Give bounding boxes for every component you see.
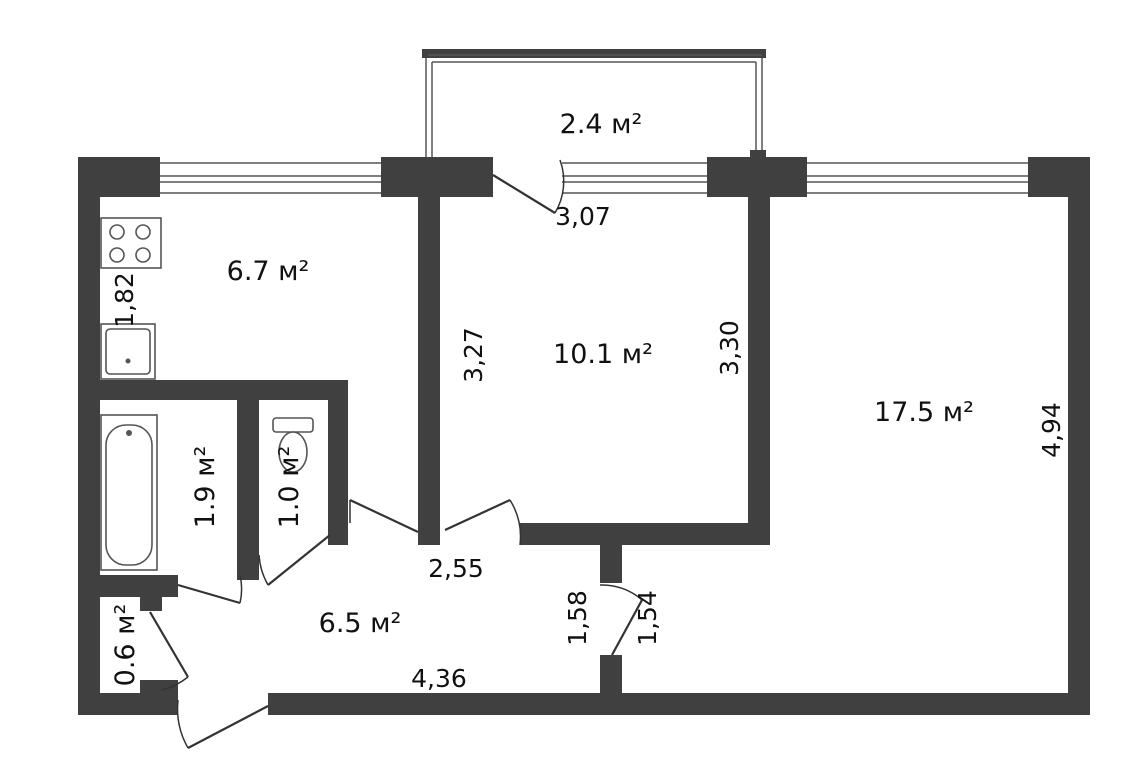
toilet-area-label: 1.0 м²	[274, 446, 305, 529]
door-balcony	[492, 159, 565, 214]
wall-outer-left	[78, 157, 100, 715]
door-toilet	[258, 534, 331, 586]
wall-top-left	[78, 157, 160, 197]
balcony	[422, 49, 766, 160]
toilet-icon	[272, 417, 314, 473]
wall-top-pier-1	[381, 157, 493, 197]
wall-kitchen-bottom	[78, 380, 348, 400]
closet-area-label: 0.6 м²	[110, 604, 141, 687]
wall-room-bottom	[520, 523, 770, 545]
middle-room-dim-left: 3,27	[459, 327, 488, 383]
wall-top-pier-2	[707, 157, 807, 197]
hallway-dim-top: 2,55	[428, 554, 484, 583]
wall-bath-bottom	[78, 575, 178, 597]
window-kitchen	[160, 162, 381, 194]
door-big-room	[599, 584, 643, 656]
door-bathroom	[177, 574, 243, 605]
kitchen-area-label: 6.7 м²	[227, 256, 310, 287]
big-room-dim-right: 4,94	[1037, 402, 1066, 458]
walls	[78, 157, 1090, 715]
hallway-dim-bottom: 4,36	[411, 664, 467, 693]
wall-outer-right	[1068, 157, 1090, 715]
doors	[149, 159, 643, 749]
window-middle-room	[562, 162, 707, 194]
hallway-area-label: 6.5 м²	[319, 608, 402, 639]
wall-bottom-left	[78, 693, 178, 715]
middle-room-dim-top: 3,07	[555, 202, 611, 231]
hallway-dim-left: 1,58	[563, 590, 592, 646]
wall-hall-right-bottom	[600, 655, 622, 695]
sink-icon	[100, 323, 156, 380]
bathtub-icon	[100, 414, 158, 571]
wall-closet-stub	[140, 597, 162, 611]
windows	[160, 162, 1028, 194]
wall-closet-jamb	[140, 680, 178, 695]
kitchen-dim-side: 1,82	[110, 272, 139, 328]
door-closet	[149, 611, 189, 691]
labels: 2.4 м² 6.7 м² 1,82 10.1 м² 3,07 3,27 3,3…	[110, 109, 1066, 693]
stove-icon	[100, 217, 162, 269]
big-room-area-label: 17.5 м²	[874, 397, 974, 428]
wall-room-room	[748, 197, 770, 545]
middle-room-dim-right: 3,30	[715, 320, 744, 376]
bathroom-area-label: 1.9 м²	[190, 446, 221, 529]
middle-room-area-label: 10.1 м²	[553, 339, 653, 370]
hallway-dim-right: 1,54	[633, 590, 662, 646]
fixtures	[100, 217, 314, 571]
door-middle-room	[349, 499, 522, 546]
wall-wc-right	[328, 380, 348, 545]
balcony-area-label: 2.4 м²	[560, 109, 643, 140]
window-big-room	[807, 162, 1028, 194]
wall-bottom-main	[268, 693, 1090, 715]
wall-hall-right-top	[600, 545, 622, 583]
door-entrance	[176, 699, 269, 749]
wall-bath-wc	[237, 400, 259, 580]
wall-kitchen-room	[418, 197, 440, 545]
